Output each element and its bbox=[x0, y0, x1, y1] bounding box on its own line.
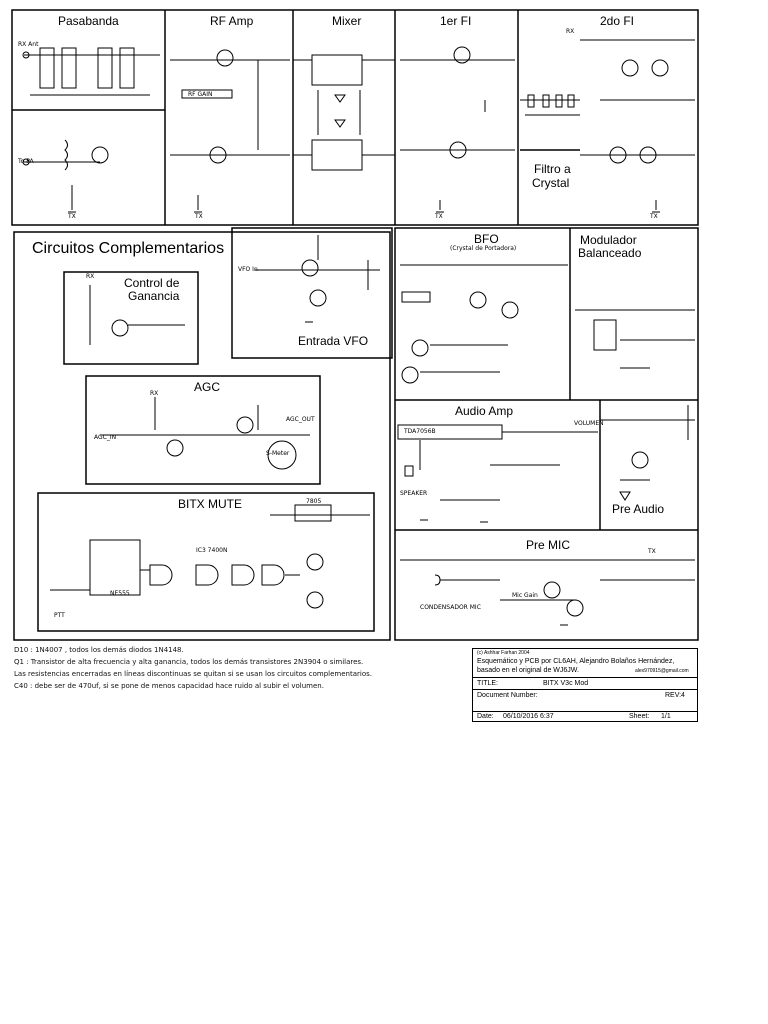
doc-label: Document Number: bbox=[477, 692, 538, 699]
title-label: TITLE: bbox=[477, 680, 499, 687]
label-7805: 7805 bbox=[306, 498, 322, 505]
label-tx-2dofi: TX bbox=[650, 213, 658, 220]
label-to-pa: To PA bbox=[18, 158, 34, 165]
section-title-rf-amp: RF Amp bbox=[210, 14, 254, 28]
title-credit: (c) Ashhar Farhan 2004 bbox=[477, 650, 530, 656]
title-block: (c) Ashhar Farhan 2004 Esquemático y PCB… bbox=[472, 648, 698, 722]
note-resistors: Las resistencias encerradas en líneas di… bbox=[14, 670, 372, 678]
section-title-agc: AGC bbox=[194, 380, 221, 394]
label-mic-gain: Mic Gain bbox=[512, 592, 538, 599]
label-s-meter: S-Meter bbox=[266, 450, 290, 457]
label-ptt: PTT bbox=[54, 612, 65, 619]
section-title-audio-amp: Audio Amp bbox=[455, 404, 514, 418]
section-title-bitx-mute: BITX MUTE bbox=[178, 497, 243, 511]
label-tda7056b: TDA7056B bbox=[404, 428, 436, 435]
section-title-modulador-1: Modulador bbox=[580, 233, 637, 247]
section-title-pre-audio: Pre Audio bbox=[612, 502, 665, 516]
label-speaker: SPEAKER bbox=[400, 490, 428, 497]
title-value: BITX V3c Mod bbox=[543, 680, 589, 687]
label-volumen: VOLUMEN bbox=[574, 420, 604, 427]
rev-value: 4 bbox=[681, 692, 685, 699]
section-title-pre-mic: Pre MIC bbox=[526, 538, 571, 552]
label-rf-gain: RF GAIN bbox=[188, 91, 213, 98]
rev-label: REV: bbox=[665, 692, 682, 699]
section-title-control-ganancia-1: Control de bbox=[124, 276, 180, 290]
date-value: 06/10/2016 6:37 bbox=[503, 713, 554, 720]
section-title-modulador-2: Balanceado bbox=[578, 246, 642, 260]
section-title-2do-fi: 2do FI bbox=[600, 14, 635, 28]
section-title-bfo: BFO bbox=[474, 232, 499, 246]
label-tx-rfamp: TX bbox=[195, 213, 203, 220]
label-condensador-mic: CONDENSADOR MIC bbox=[420, 604, 481, 611]
title-line2: basado en el original de WJ6JW. bbox=[477, 667, 579, 674]
label-rx-ganancia: RX bbox=[86, 273, 95, 280]
label-tx-pasabanda: TX bbox=[68, 213, 76, 220]
note-transistors: Q1 : Transistor de alta frecuencia y alt… bbox=[14, 658, 364, 666]
label-rx-agc: RX bbox=[150, 390, 159, 397]
label-agc-in: AGC_IN bbox=[94, 434, 117, 441]
title-row-date: Date: 06/10/2016 6:37 Sheet: 1/1 bbox=[473, 711, 697, 722]
title-email: alex970915@gmail.com bbox=[635, 668, 689, 674]
section-title-pasabanda: Pasabanda bbox=[58, 14, 119, 28]
sheet-label: Sheet: bbox=[629, 713, 650, 720]
label-ic3-7400n: IC3 7400N bbox=[196, 547, 228, 554]
note-c40: C40 : debe ser de 470uf, si se pone de m… bbox=[14, 682, 324, 690]
label-ne555: NE555 bbox=[110, 590, 130, 597]
section-subtitle-bfo: (Crystal de Portadora) bbox=[450, 245, 517, 252]
date-label: Date: bbox=[477, 713, 494, 720]
label-tx-premic: TX bbox=[648, 548, 656, 555]
title-row-doc: Document Number: REV: 4 bbox=[473, 689, 697, 705]
note-diodes: D10 : 1N4007 , todos los demás diodos 1N… bbox=[14, 646, 184, 654]
section-title-1er-fi: 1er FI bbox=[440, 14, 472, 28]
section-title-filtro-2: Crystal bbox=[532, 176, 570, 190]
section-title-circuitos-complementarios: Circuitos Complementarios bbox=[32, 240, 225, 257]
label-rx-2dofi: RX bbox=[566, 28, 575, 35]
label-vfo-in: VFO In bbox=[238, 266, 258, 273]
label-tx-1erfi: TX bbox=[435, 213, 443, 220]
label-agc-out: AGC_OUT bbox=[286, 416, 315, 423]
section-title-entrada-vfo: Entrada VFO bbox=[298, 334, 369, 348]
label-rx-ant: RX Ant bbox=[18, 41, 39, 48]
sheet-value: 1/1 bbox=[661, 713, 671, 720]
section-title-mixer: Mixer bbox=[332, 14, 362, 28]
title-row-title: TITLE: BITX V3c Mod bbox=[473, 677, 697, 689]
section-title-filtro-1: Filtro a bbox=[534, 162, 571, 176]
title-line1: Esquemático y PCB por CL6AH, Alejandro B… bbox=[477, 658, 675, 665]
section-title-control-ganancia-2: Ganancia bbox=[128, 289, 180, 303]
